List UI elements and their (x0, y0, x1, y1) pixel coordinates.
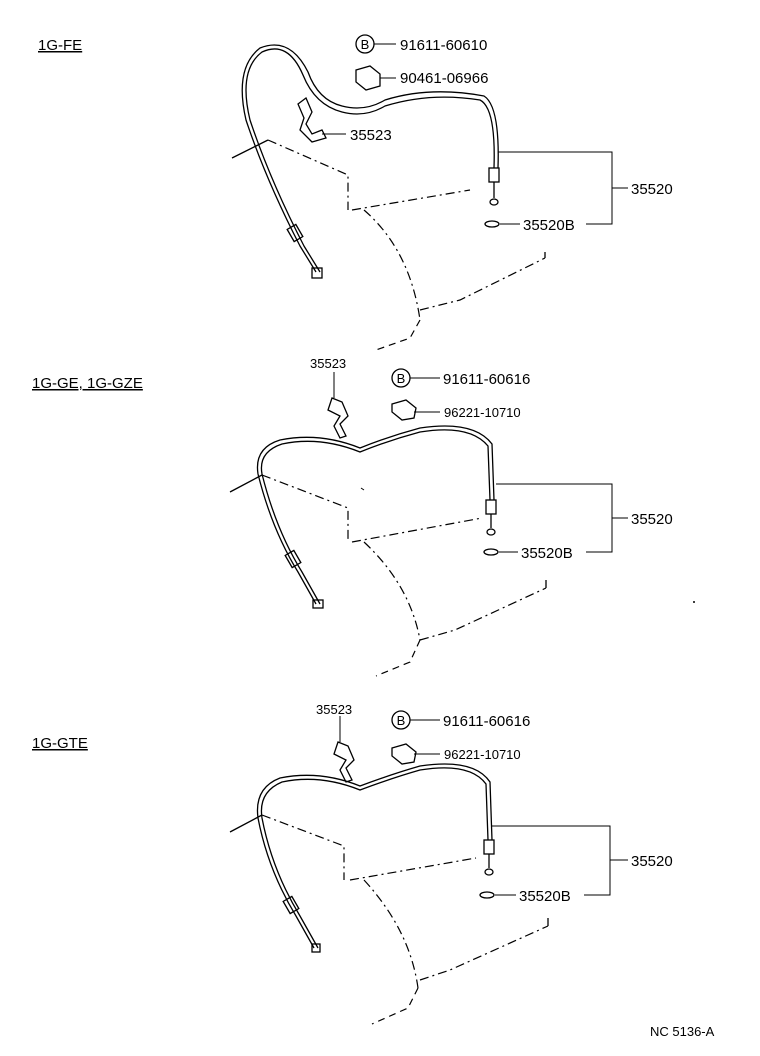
section-1g-ge-1g-gze: 1G-GE, 1G-GZE 35523 B (32, 356, 673, 677)
figure-reference: NC 5136-A (650, 1024, 715, 1039)
part-label-bracket: 35523 (310, 356, 346, 371)
part-label-bracket: 35523 (316, 702, 352, 717)
part-label-clip: 96221-10710 (444, 747, 521, 762)
bolt-mark: B (361, 37, 370, 52)
bolt-91611: B 91611-60616 (391, 368, 530, 388)
cable-assy-leader: 35520 (492, 825, 673, 896)
bolt-91611: B 91611-60616 (391, 710, 530, 730)
seal-35520b: 35520B (484, 217, 575, 234)
part-label-bolt: 91611-60616 (443, 371, 530, 388)
section-1g-gte: 1G-GTE 35523 B 91 (32, 702, 673, 1025)
part-label-bolt: 91611-60610 (400, 37, 487, 54)
clip-90461: 90461-06966 (355, 65, 488, 91)
part-label-cable-assy: 35520 (631, 853, 673, 870)
clip-96221: 96221-10710 (391, 743, 521, 765)
part-label-seal: 35520B (523, 217, 575, 234)
seal-35520b: 35520B (483, 545, 573, 562)
part-label-clip: 90461-06966 (400, 70, 488, 87)
part-label-seal: 35520B (519, 888, 571, 905)
part-label-cable-assy: 35520 (631, 181, 673, 198)
part-label-bolt: 91611-60616 (443, 713, 530, 730)
part-label-clip: 96221-10710 (444, 405, 521, 420)
bracket-35523: 35523 (316, 702, 355, 783)
bracket-35523: 35523 (310, 356, 349, 439)
bracket-35523: 35523 (297, 96, 392, 144)
throttle-cable (241, 44, 500, 279)
part-label-bracket: 35523 (350, 127, 392, 144)
section-title: 1G-GTE (32, 735, 88, 752)
part-label-seal: 35520B (521, 545, 573, 562)
part-label-cable-assy: 35520 (631, 511, 673, 528)
bolt-mark: B (397, 371, 406, 386)
cable-assy-leader: 35520 (496, 483, 673, 553)
section-title: 1G-GE, 1G-GZE (32, 375, 143, 392)
seal-35520b: 35520B (479, 888, 571, 905)
cable-assy-leader: 35520 (498, 151, 673, 225)
section-title: 1G-FE (38, 37, 82, 54)
clip-96221: 96221-10710 (391, 399, 521, 421)
transmission-case-outline (229, 474, 547, 677)
throttle-cable (256, 763, 495, 953)
section-1g-fe: 1G-FE 35523 (38, 34, 673, 351)
transmission-case-outline (229, 814, 549, 1025)
stray-dot (693, 601, 695, 603)
transmission-case-outline (231, 139, 546, 351)
bolt-91611: B 91611-60610 (355, 34, 487, 54)
throttle-cable (256, 425, 497, 609)
bolt-mark: B (397, 713, 406, 728)
